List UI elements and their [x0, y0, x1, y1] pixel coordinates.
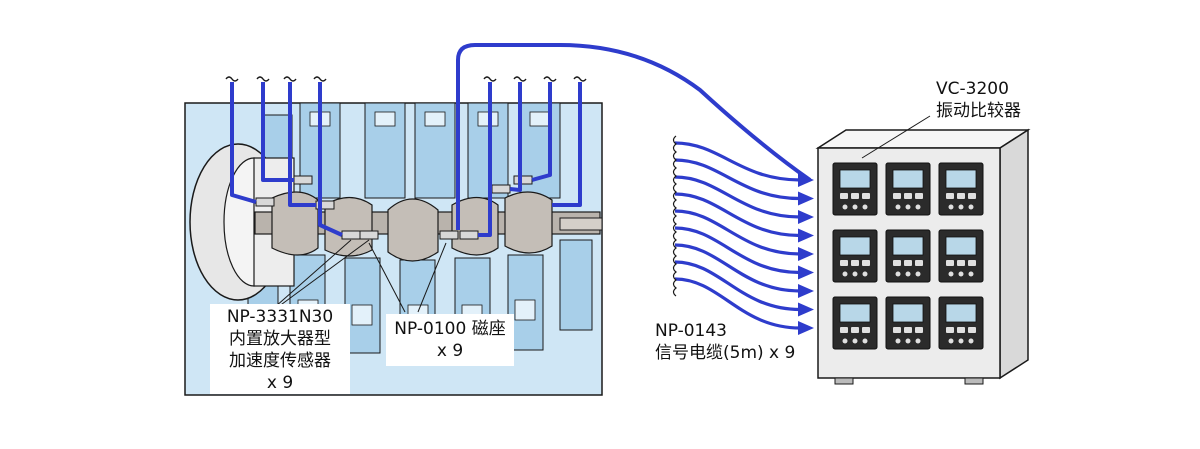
signal-cable — [674, 158, 801, 201]
sensor — [341, 230, 361, 240]
comparator-module — [938, 229, 984, 283]
signal-cable — [674, 277, 801, 330]
comparator-leader — [861, 115, 931, 159]
sensor-cable — [318, 82, 343, 237]
base-label: NP-0100 磁座 x 9 — [386, 314, 514, 366]
sensor — [439, 230, 459, 240]
sensor-cable — [552, 82, 582, 207]
sensor — [255, 197, 275, 207]
signal-cable — [674, 260, 801, 312]
signal-cable — [674, 141, 801, 182]
signal-cables — [674, 141, 801, 330]
comparator-cabinet — [815, 115, 1031, 385]
sensor-cable — [261, 82, 294, 182]
cable-arrowhead — [798, 247, 814, 261]
comparator-module — [938, 296, 984, 350]
base-model: NP-0100 磁座 — [394, 319, 506, 339]
sensor — [359, 230, 379, 240]
cable-arrowhead — [798, 321, 814, 335]
sensor-label: NP-3331N30 内置放大器型 加速度传感器 x 9 — [210, 304, 350, 394]
comparator-module — [832, 296, 878, 350]
cable-arrowhead — [798, 191, 814, 206]
comparator-modules — [832, 162, 984, 350]
comparator-module — [885, 162, 931, 216]
cable-arrowheads — [798, 173, 814, 335]
cable-arrowhead — [798, 302, 814, 317]
leader-lines — [274, 239, 447, 313]
comparator-module — [832, 229, 878, 283]
comparator-name: 振动比较器 — [936, 101, 1021, 121]
comparator-module — [832, 162, 878, 216]
sensor-desc-line2: 加速度传感器 — [229, 351, 331, 371]
signal-cable — [674, 209, 801, 256]
signal-cable — [674, 226, 801, 275]
signal-cable — [674, 175, 801, 219]
sensor — [513, 175, 533, 185]
sensor — [491, 184, 511, 194]
sensor-cable — [456, 43, 812, 230]
crankshaft — [254, 191, 603, 262]
sensor-cable — [509, 82, 522, 192]
cable-model: NP-0143 — [655, 321, 727, 341]
base-qty: x 9 — [436, 341, 464, 361]
comparator-model: VC-3200 — [936, 79, 1009, 99]
comparator-module — [938, 162, 984, 216]
cable-arrowhead — [798, 265, 814, 280]
cable-arrowhead — [798, 173, 814, 187]
cable-arrowhead — [798, 210, 814, 224]
machine-illustration — [184, 102, 603, 396]
sensor-qty: x 9 — [266, 373, 294, 393]
cable-arrowhead — [798, 284, 814, 298]
sensor-cable — [531, 82, 552, 182]
cable-arrowhead — [798, 228, 814, 243]
sensor — [459, 230, 479, 240]
sensor-cable — [230, 82, 257, 204]
sensor-cable — [478, 82, 492, 237]
sensor-model: NP-3331N30 — [226, 307, 334, 327]
cable-break-marks — [225, 76, 587, 82]
comparator-module — [885, 296, 931, 350]
cable-wavy-ends — [672, 135, 677, 297]
signal-cable — [674, 243, 801, 293]
sensor-desc-line1: 内置放大器型 — [229, 329, 331, 349]
cable-desc: 信号电缆(5m) x 9 — [655, 343, 796, 363]
comparator-module — [885, 229, 931, 283]
sensor-cables — [230, 43, 812, 237]
cable-label: NP-0143 信号电缆(5m) x 9 — [655, 320, 795, 364]
cable-break-mark — [672, 135, 677, 297]
sensor — [293, 175, 313, 185]
sensor-cable — [288, 82, 316, 207]
signal-cable — [674, 192, 801, 238]
comparator-label: VC-3200 振动比较器 — [936, 78, 1021, 122]
